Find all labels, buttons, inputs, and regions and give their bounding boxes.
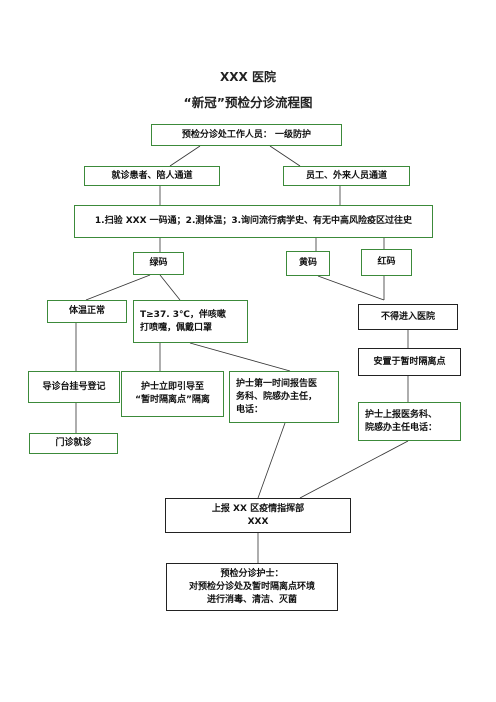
disinfect-line-2: 对预检分诊处及暂时隔离点环境 [188,581,315,592]
nurse-report-line-2: 务科、院感办主任， [236,391,318,402]
nurse-report-line-3: 电话： [236,404,264,415]
yellow-code-box: 黄码 [286,251,330,276]
red-code-box: 红码 [361,249,412,276]
disinfect-line-3: 进行消毒、清洁、灭菌 [206,594,297,605]
nurse-report-2-box: 护士上报医务科、 院感办主任电话： [358,402,461,441]
nurse-guide-line-1: 护士立即引导至 [140,382,204,392]
staff-protection-box: 预检分诊处工作人员： 一级防护 [151,124,342,146]
page-title: XXX 医院 [220,70,276,84]
hq-report-box: 上报 XX 区疫情指挥部 XXX [165,498,351,533]
nurse-report-2-line-1: 护士上报医务科、 [365,409,438,420]
hq-line-2: XXX [247,516,269,527]
screening-box: 1.扫验 XXX 一码通；2.测体温；3.询问流行病学史、有无中高风险疫区过往史 [74,205,433,238]
fever-box: T≥37. 3℃，伴咳嗽 打喷嚏，佩戴口罩 [133,300,248,343]
register-box: 导诊台挂号登记 [28,371,120,403]
no-entry-box: 不得进入医院 [358,304,458,330]
page-subtitle: “新冠”预检分诊流程图 [183,95,313,110]
outpatient-box: 门诊就诊 [29,433,118,454]
temp-normal-box: 体温正常 [47,300,127,323]
green-code-box: 绿码 [133,252,184,275]
nurse-guide-box: 护士立即引导至 “暂时隔离点”隔离 [121,371,224,417]
nurse-report-line-1: 护士第一时间报告医 [236,378,318,389]
disinfect-line-1: 预检分诊护士： [220,568,284,579]
temp-isolation-box: 安置于暂时隔离点 [358,348,461,376]
fever-line-2: 打喷嚏，佩戴口罩 [140,322,213,333]
nurse-guide-line-2: “暂时隔离点”隔离 [135,395,210,405]
nurse-report-box: 护士第一时间报告医 务科、院感办主任， 电话： [229,371,339,423]
disinfect-box: 预检分诊护士： 对预检分诊处及暂时隔离点环境 进行消毒、清洁、灭菌 [166,563,338,611]
employee-channel-box: 员工、外来人员通道 [283,166,410,186]
hq-line-1: 上报 XX 区疫情指挥部 [211,503,305,514]
fever-line-1: T≥37. 3℃，伴咳嗽 [140,309,226,320]
nurse-report-2-line-2: 院感办主任电话： [365,422,438,433]
patient-channel-box: 就诊患者、陪人通道 [84,166,220,186]
